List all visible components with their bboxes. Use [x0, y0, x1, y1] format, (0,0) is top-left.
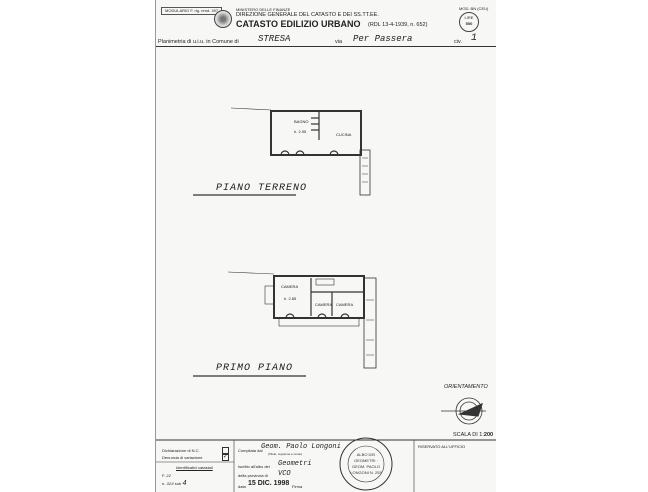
scale-value: 200	[483, 432, 494, 438]
numero-label: n.	[162, 481, 166, 486]
dichiarazione-label: Dichiarazione di N.C.	[162, 448, 200, 453]
comune-value: STRESA	[258, 34, 291, 44]
numero-value: 323	[166, 483, 174, 487]
room-label: CUCINA	[336, 132, 352, 137]
data-label: data	[238, 484, 246, 489]
price-value: 500	[465, 21, 473, 26]
room-label: CAMERA	[281, 284, 299, 289]
nc-checkbox[interactable]	[222, 447, 229, 454]
stamp-text: ALBO DEI GEOMETRI · GEOM. PAOLO LONGONI …	[350, 452, 382, 475]
title-reference: (RDL 13-4-1939, n. 652)	[368, 22, 428, 28]
room-height: h. 2.85	[284, 296, 297, 301]
sub-label: sub	[174, 481, 182, 486]
ground-floor-title: PIANO TERRENO	[216, 183, 308, 194]
firma-label: Firma	[292, 484, 303, 489]
room-height: h. 2.95	[294, 129, 307, 134]
data-value: 15 DIC. 1998	[248, 480, 290, 487]
room-label: CAMERA	[336, 302, 354, 307]
iscritto-label: Iscritto all'albo dei	[238, 464, 270, 469]
north-arrow-icon	[441, 397, 486, 425]
scale: SCALA DI 1:200	[453, 432, 493, 438]
variation-checkbox-checked[interactable]: ✓	[222, 454, 229, 461]
price-stamp: LIRE 500	[459, 12, 479, 32]
albo-value: Geometri	[278, 460, 312, 468]
floor-plans-drawing	[156, 107, 496, 492]
directorate: DIREZIONE GENERALE DEL CATASTO E DEI SS.…	[236, 12, 379, 18]
via-label: via	[335, 39, 343, 45]
room-label: BAGNO	[294, 119, 309, 124]
provincia-label: della provincia di	[238, 473, 268, 478]
republic-emblem-icon	[214, 10, 232, 28]
denuncia-label: Denuncia di variazione	[162, 455, 203, 460]
numero: n. 323 sub 4	[162, 480, 187, 488]
room-label: CAMERA	[315, 302, 333, 307]
ministry: MINISTERO DELLE FINANZE	[236, 7, 291, 12]
professional-stamp	[339, 437, 393, 491]
model-code: MOD. BN (CEU)	[459, 6, 489, 11]
cadastral-sheet: MODULARIO F. rig. rend. 497 MINISTERO DE…	[155, 0, 496, 492]
scale-label: SCALA DI 1:	[453, 432, 484, 438]
riservato-label: RISERVATO ALL'UFFICIO	[418, 444, 466, 449]
compilata-value: Geom. Paolo Longoni	[261, 443, 341, 451]
first-floor-plan	[193, 271, 377, 377]
header-divider	[156, 46, 496, 47]
first-floor-title: PRIMO PIANO	[216, 363, 294, 374]
via-value: Per Passera	[353, 34, 413, 44]
planimetria-label: Planimetria di u.i.u. in Comune di	[158, 39, 239, 45]
provincia-value: VCO	[278, 470, 291, 478]
price-label: LIRE	[464, 15, 474, 20]
foglio-value: 22	[166, 475, 172, 479]
foglio: F. 22	[162, 473, 171, 479]
civ-value: 1	[471, 33, 478, 44]
identificativi-label: Identificativi catastali	[176, 465, 213, 470]
compilata-note: (Titolo, cognome e nome)	[268, 452, 303, 456]
document-title: CATASTO EDILIZIO URBANO	[236, 19, 361, 29]
compilata-label: Compilata dal	[238, 448, 263, 453]
ground-floor-plan	[193, 107, 371, 196]
foglio-label: F.	[162, 473, 166, 478]
orientation-label: ORIENTAMENTO	[444, 384, 488, 390]
sub-value: 4	[182, 480, 187, 488]
civ-label: civ.	[454, 39, 462, 45]
